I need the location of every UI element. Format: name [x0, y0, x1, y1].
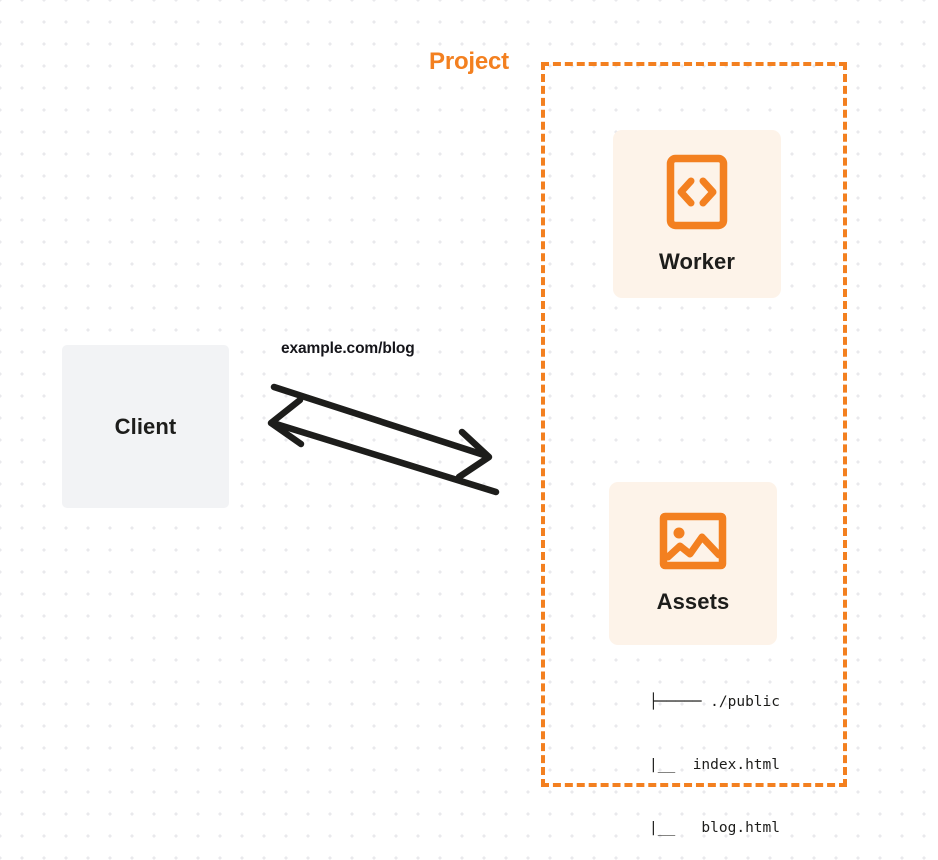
worker-node[interactable]: Worker [613, 130, 781, 298]
assets-file-tree: ├───── ./public |__ index.html |__ blog.… [588, 650, 780, 860]
assets-node[interactable]: Assets [609, 482, 777, 645]
request-url-label: example.com/blog [281, 340, 415, 357]
image-icon [659, 512, 727, 575]
request-arrow [270, 383, 493, 481]
project-boundary [541, 62, 847, 787]
file-tree-line: ├───── ./public [649, 694, 780, 710]
file-tree-line: |__ blog.html [605, 820, 780, 836]
client-node-label: Client [114, 413, 177, 439]
file-tree-line: |__ index.html [605, 757, 780, 773]
client-node[interactable]: Client [62, 345, 229, 508]
assets-node-label: Assets [656, 589, 730, 614]
response-arrow [267, 396, 500, 496]
code-brackets-icon [666, 154, 728, 235]
project-title: Project [425, 48, 513, 76]
worker-node-label: Worker [659, 248, 735, 274]
